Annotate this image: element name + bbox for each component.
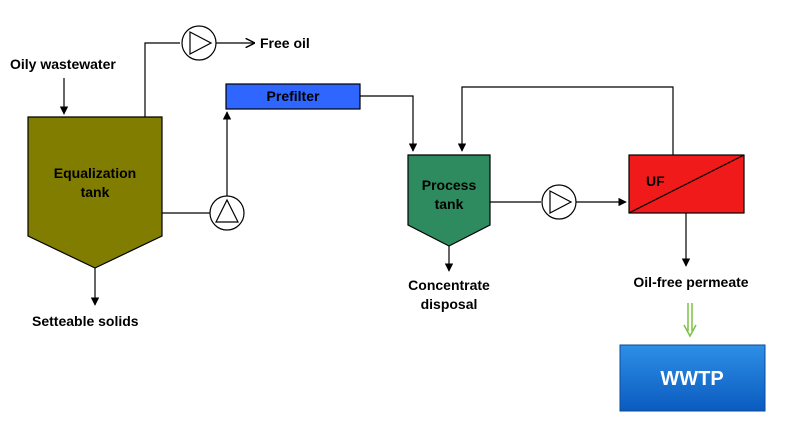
green-transfer-arrow [683, 303, 697, 338]
wwtp-box [619, 344, 766, 412]
recycle-pipe [457, 86, 674, 155]
prefilter-box [225, 83, 361, 110]
uf-membrane-line [628, 154, 745, 214]
equalization-tank-label-line2: tank [81, 184, 110, 200]
wwtp-label: WWTP [660, 368, 723, 390]
process-tank [407, 154, 491, 247]
equalization-tank [27, 116, 163, 269]
free-oil-pipe [144, 42, 180, 117]
concentrate-label-line2: disposal [421, 296, 478, 312]
process-tank-label-line1: Process [422, 177, 477, 193]
pump-icon [181, 25, 217, 61]
oil-free-permeate-label: Oil-free permeate [633, 274, 748, 290]
concentrate-label-line1: Concentrate [408, 277, 490, 293]
settleable-solids-label: Setteable solids [32, 313, 139, 329]
prefilter-label: Prefilter [267, 88, 320, 104]
uf-label: UF [646, 173, 665, 189]
pump-icon [541, 184, 577, 220]
equalization-tank-label-line1: Equalization [54, 165, 136, 181]
process-tank-label-line2: tank [435, 196, 464, 212]
prefilter-to-process-pipe [360, 95, 418, 152]
pump-icon [209, 195, 245, 231]
oily-wastewater-label: Oily wastewater [10, 56, 116, 72]
free-oil-label: Free oil [260, 35, 310, 51]
